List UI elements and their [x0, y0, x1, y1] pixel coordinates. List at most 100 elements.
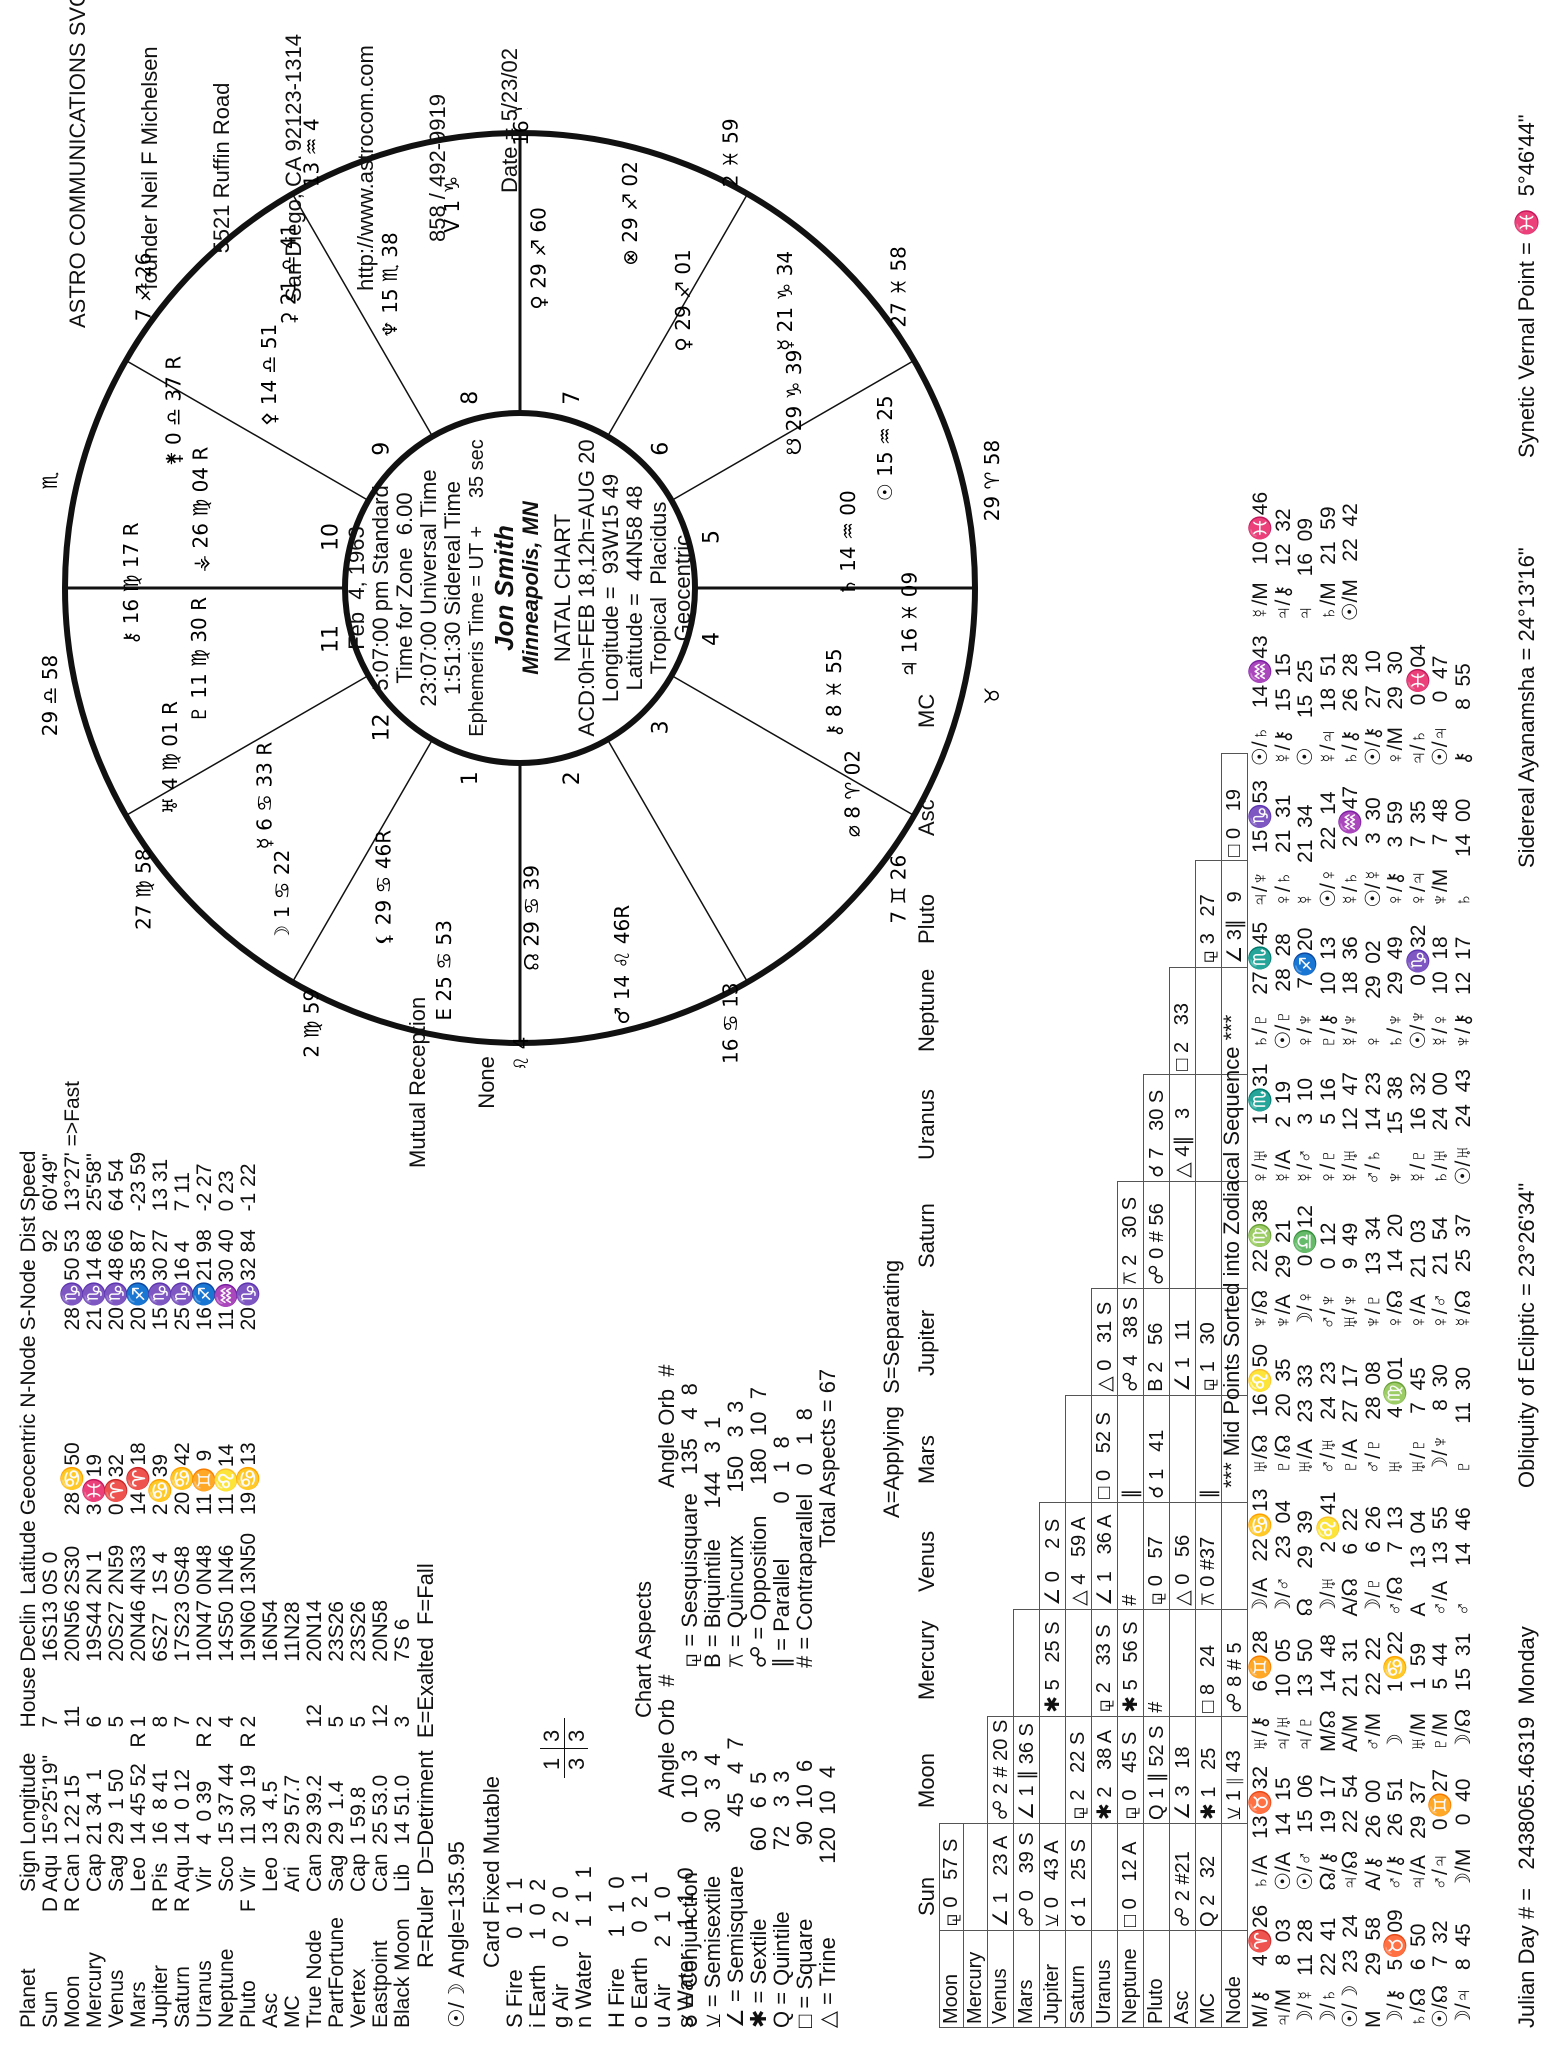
planet-placement: ⚴ 14 ♎ 51 [257, 324, 281, 427]
midpoint-entry: ♆/M 7 48 [1429, 798, 1452, 908]
midpoint-entry: M 29 58 [1361, 1917, 1385, 2028]
planet-cell-speed [282, 1076, 304, 1211]
planet-cell-planet: Moon [61, 1975, 84, 2028]
planet-cell-nn [40, 1330, 62, 1515]
house-cusp-lines [65, 133, 975, 1043]
midpoint-entry: ♀ 29 02 [1361, 940, 1385, 1050]
aspect-grid-cell: ☍ 0 39 S [1013, 1823, 1040, 1931]
subject-name: Jon Smith [489, 525, 519, 651]
planet-placement: ⊗ 29 ♐ 02 [618, 161, 642, 266]
house-cusp-line [671, 359, 915, 502]
planet-table-header: Planet [17, 1968, 40, 2028]
planet-cell-dist: 53 [61, 1229, 84, 1253]
planet-cell-planet: Mars [127, 1981, 150, 2028]
midpoint-entry: M/☊ 14 48 [1316, 1634, 1340, 1752]
aspect-grid-cell [1169, 1181, 1196, 1289]
planet-cell-decl: 10N47 [193, 1599, 216, 1662]
midpoint-entry: ☿/♆ 18 36 [1339, 936, 1362, 1050]
planet-cell-sign: Ari [281, 1866, 304, 1892]
cusp-label: 27 ♓ 58 [887, 246, 911, 328]
midpoint-entry: ♅ 4♍01 [1384, 1356, 1407, 1475]
planet-cell-dist: 92 [39, 1229, 62, 1253]
planet-table-header: House [17, 1666, 40, 1728]
planet-cell-lon: 4 0 39 [193, 1780, 216, 1845]
planet-cell-sign: Leo [259, 1856, 282, 1892]
planet-placement: ☿ 6 ♋ 33 R [253, 742, 277, 850]
midpoint-entry: ♇/⚷ 10 13 [1316, 936, 1340, 1050]
aspect-grid-cell: △ 0 56 [1169, 1502, 1196, 1610]
midpoint-entry: A/M 21 31 [1339, 1638, 1362, 1752]
midpoint-entry: ☿/♅ 12 47 [1339, 1072, 1362, 1186]
midpoint-entry: ♀/A 21 03 [1406, 1219, 1430, 1330]
planet-cell-house: 7 [39, 1715, 62, 1728]
midpoint-entry: ☿/A 2 19 [1271, 1080, 1295, 1186]
cusp-label: 13 ♌ 4 [509, 1037, 533, 1068]
midpoint-entry: ☽/☊ 15 31 [1451, 1632, 1475, 1752]
modality-row: H Fire 1 1 0 [604, 1876, 629, 2028]
aspect-grid-row-label: Saturn [1065, 1930, 1092, 2028]
midpoint-entry: ♄/♇ 27♏45 [1249, 921, 1272, 1050]
midpoint-entry: ♇ 11 30 [1451, 1366, 1475, 1475]
planet-cell-sn [348, 1253, 370, 1331]
aspect-grid-cell: B 2 56 [1143, 1288, 1170, 1396]
planet-cell-planet: Saturn [171, 1966, 194, 2028]
midpoint-column: ☿/M 10♓46♃/⚷ 12 32♃ 16 09♄/M 21 59☉/M 22… [1249, 492, 1475, 621]
planet-cell-speed [326, 1076, 348, 1211]
planet-cell-r [172, 1727, 194, 1747]
midpoint-entry: ♅/⚷ 6♊28 [1249, 1630, 1272, 1752]
aspect-grid-cell: ∥ [1117, 1395, 1144, 1503]
planet-cell-r [62, 1727, 84, 1747]
aspect-grid-cell: △ 4 59 A [1065, 1502, 1092, 1610]
planet-cell-nn: 28♋50 [61, 1442, 84, 1516]
modality-header: Card Fixed Mutable [479, 1776, 504, 1968]
midpoint-entry: ♄/♆ 29 49 [1384, 936, 1407, 1050]
universal-time: 23:07:00 Universal Time [416, 469, 441, 707]
aspect-grid-cell: ⚺ 0 43 A [1039, 1823, 1066, 1931]
planet-cell-dig [216, 1892, 238, 1912]
midpoint-entry: ☉/♂ 15 06 [1294, 1774, 1317, 1891]
planet-cell-dig [106, 1892, 128, 1912]
aspect-grid-row-label: Neptune [1117, 1930, 1144, 2028]
planet-cell-sign: Sag [105, 1854, 128, 1892]
cusp-label: 7 ♐ 26 [131, 252, 155, 321]
aspect-grid-cell: ∠ 1 23 A [987, 1823, 1014, 1931]
aspect-definition: ☍ = Opposition 180 10 7 [746, 1387, 771, 1668]
aspect-definition: ⚼ = Sesquisquare 135 4 8 [677, 1383, 702, 1668]
midpoint-entry: ♂/♄ 14 23 [1361, 1072, 1385, 1186]
midpoint-entry: ☽/A 22♋13 [1249, 1488, 1272, 1617]
aspect-grid-cell: ⚼ 1 30 [1195, 1288, 1222, 1396]
midpoint-entry: ☊/⚷ 19 17 [1316, 1775, 1340, 1891]
planet-cell-sign: Leo [127, 1856, 150, 1892]
planet-placements: ♂ 14 ♌ 46R☊ 29 ♋ 39E 25 ♋ 53⚸ 29 ♋ 46R☽ … [119, 161, 921, 1024]
midpoint-entry: A 13 04 [1406, 1510, 1430, 1617]
house-number: 9 [370, 442, 395, 456]
planet-cell-house: 11 [61, 1705, 84, 1728]
midpoint-entry: ☉/⚷ 27 10 [1361, 650, 1385, 767]
planet-cell-r [348, 1727, 370, 1747]
midpoint-entry: ⚷ 8 55 [1451, 663, 1475, 767]
aspect-grid-cell: ⚺ 1 ∥ 43 [1221, 1716, 1248, 1824]
midpoint-entry: ♆ 15 38 [1384, 1076, 1407, 1186]
midpoint-entry: ☽/♃ 8 45 [1451, 1923, 1475, 2028]
midpoint-entry: ♆/⚷ 12 17 [1451, 936, 1475, 1050]
aspect-grid-cell [1143, 1823, 1170, 1931]
planet-cell-dig [128, 1892, 150, 1912]
planet-table-header: Latitude [17, 1520, 40, 1595]
planet-table-header: Dist [17, 1216, 40, 1253]
aspect-grid-row: Asc☍ 2 #21∠ 3 18△ 0 56∠ 1 11△ 4∥ 3□ 2 33 [1169, 753, 1196, 2028]
midpoint-entry: ♃/♄ 0♓04 [1406, 644, 1430, 767]
midpoint-entry: A/☊ 6 22 [1339, 1507, 1362, 1617]
midpoint-entry: ♂ 14 46 [1451, 1507, 1475, 1617]
aspect-definition: □ = Square 90 10 6 [792, 1759, 817, 2028]
aspect-grid-cell: # [1117, 1502, 1144, 1610]
local-time: 5:07:00 pm Standard [368, 485, 393, 691]
longitude: Longitude = 93W15 49 [598, 473, 623, 703]
planet-placement: ⚷ 16 ♍ 17 R [119, 522, 143, 645]
